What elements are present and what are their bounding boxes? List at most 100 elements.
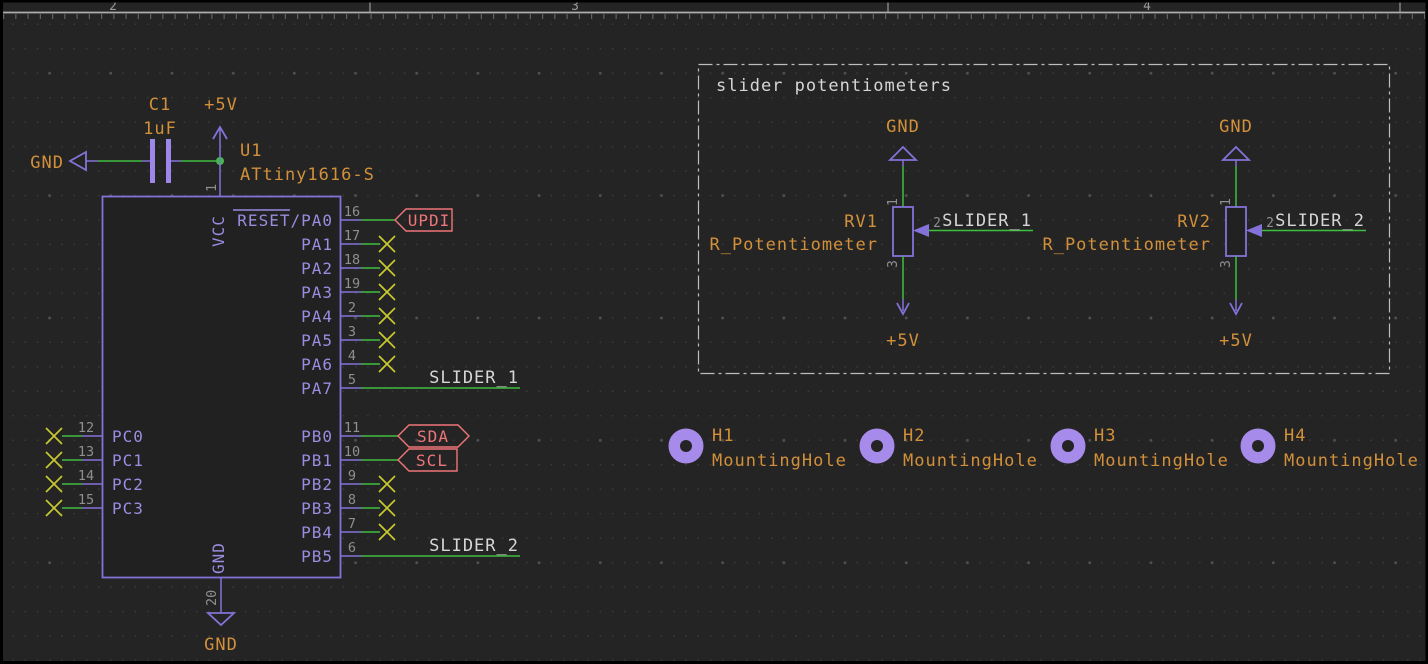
net-label-slider2[interactable]: SLIDER_2 xyxy=(1275,211,1365,231)
mcu-left-connections[interactable] xyxy=(45,427,82,517)
pin-number: 13 xyxy=(78,444,94,460)
no-connect-x-icon[interactable] xyxy=(378,307,396,325)
hole-value[interactable]: MountingHole xyxy=(1284,451,1419,471)
pin-name: PB1 xyxy=(301,451,333,470)
mounting-hole-h2[interactable]: H2 MountingHole xyxy=(859,426,1038,471)
pot-value[interactable]: R_Potentiometer xyxy=(1042,235,1211,255)
power-symbol-gnd-bottom[interactable]: GND xyxy=(204,612,238,655)
mounting-hole-h4[interactable]: H4 MountingHole xyxy=(1240,426,1419,471)
power-label-p5v[interactable]: +5V xyxy=(204,95,238,115)
wiper-arrow-icon[interactable] xyxy=(913,224,929,237)
pot-body[interactable] xyxy=(892,206,914,257)
hole-reference[interactable]: H4 xyxy=(1284,426,1306,446)
pin-number: 10 xyxy=(344,444,360,460)
p5v-arrow-icon[interactable] xyxy=(896,302,910,316)
capacitor-reference[interactable]: C1 xyxy=(149,95,171,115)
pin-name: PA4 xyxy=(301,307,333,326)
no-connect-x-icon[interactable] xyxy=(378,331,396,349)
pin-name: PA7 xyxy=(301,379,333,398)
ruler-label: 3 xyxy=(571,0,579,14)
gnd-triangle-icon[interactable] xyxy=(887,145,919,161)
power-label-p5v[interactable]: +5V xyxy=(1219,331,1253,351)
hole-reference[interactable]: H1 xyxy=(712,426,734,446)
pot-reference[interactable]: RV2 xyxy=(1177,212,1211,232)
pot-body[interactable] xyxy=(1225,206,1247,257)
gnd-triangle-icon[interactable] xyxy=(1220,145,1252,161)
global-label-text[interactable]: SCL xyxy=(416,451,448,470)
net-label-slider1[interactable]: SLIDER_1 xyxy=(942,211,1032,231)
gnd-triangle-icon[interactable] xyxy=(68,150,87,172)
net-label-slider2[interactable]: SLIDER_2 xyxy=(429,536,519,556)
pin-name: RESET/PA0 xyxy=(237,211,333,230)
global-label-updi[interactable]: UPDI xyxy=(394,208,453,232)
group-box[interactable] xyxy=(697,63,1391,375)
global-label-shape[interactable] xyxy=(397,448,458,472)
pin-name: PA1 xyxy=(301,235,333,254)
no-connect-x-icon[interactable] xyxy=(45,427,63,445)
mcu-value[interactable]: ATtiny1616-S xyxy=(240,165,375,185)
no-connect-x-icon[interactable] xyxy=(378,235,396,253)
pin-number: 9 xyxy=(348,468,356,484)
capacitor-value[interactable]: 1uF xyxy=(143,119,177,139)
mcu-u1[interactable]: U1 ATtiny1616-S 1 VCC GND 16 RESET/PA0 1… xyxy=(78,141,375,613)
no-connect-x-icon[interactable] xyxy=(378,259,396,277)
edge-bottom xyxy=(0,661,1428,664)
pin-name: PA5 xyxy=(301,331,333,350)
capacitor-plate[interactable] xyxy=(166,139,171,183)
power-label-gnd[interactable]: GND xyxy=(204,635,238,655)
pot-reference[interactable]: RV1 xyxy=(844,212,878,232)
pin-number: 16 xyxy=(344,204,360,220)
wiper-arrow-icon[interactable] xyxy=(1246,224,1262,237)
hole-value[interactable]: MountingHole xyxy=(903,451,1038,471)
mcu-right-connections[interactable]: SLIDER_1 SLIDER_2 xyxy=(361,219,520,557)
hole-value[interactable]: MountingHole xyxy=(712,451,847,471)
net-label-slider1[interactable]: SLIDER_1 xyxy=(429,368,519,388)
no-connect-x-icon[interactable] xyxy=(378,355,396,373)
hole-reference[interactable]: H3 xyxy=(1094,426,1116,446)
hole-reference[interactable]: H2 xyxy=(903,426,925,446)
no-connect-x-icon[interactable] xyxy=(45,451,63,469)
group-title[interactable]: slider potentiometers xyxy=(716,76,952,96)
mcu-body[interactable] xyxy=(101,195,342,579)
no-connect-x-icon[interactable] xyxy=(45,475,63,493)
no-connect-x-icon[interactable] xyxy=(378,283,396,301)
mounting-hole-center xyxy=(680,440,692,452)
global-label-shape[interactable] xyxy=(397,424,470,448)
mounting-hole-center xyxy=(1062,440,1074,452)
gnd-triangle-icon[interactable] xyxy=(205,612,237,627)
no-connect-x-icon[interactable] xyxy=(45,499,63,517)
edge-right xyxy=(1425,0,1428,664)
mounting-hole-h3[interactable]: H3 MountingHole xyxy=(1050,426,1229,471)
hole-value[interactable]: MountingHole xyxy=(1094,451,1229,471)
capacitor-plate[interactable] xyxy=(150,139,155,183)
mounting-hole-h1[interactable]: H1 MountingHole xyxy=(668,426,847,471)
power-label-gnd[interactable]: GND xyxy=(1219,117,1253,137)
pin-number: 1 xyxy=(1219,198,1234,206)
power-symbol-gnd-left[interactable]: GND xyxy=(30,150,98,173)
power-label-p5v[interactable]: +5V xyxy=(886,331,920,351)
global-label-text[interactable]: SDA xyxy=(417,427,449,446)
pin-number: 8 xyxy=(348,492,356,508)
capacitor-c1[interactable]: C1 1uF xyxy=(142,95,181,183)
potentiometer-rv1[interactable]: GND 1 3 2 SLIDER_1 +5V RV1 R_Potentiomet… xyxy=(709,117,1033,351)
no-connect-x-icon[interactable] xyxy=(378,475,396,493)
global-label-shape[interactable] xyxy=(394,208,453,232)
mcu-reference[interactable]: U1 xyxy=(240,141,262,161)
p5v-arrow-icon[interactable] xyxy=(212,125,228,140)
pot-value[interactable]: R_Potentiometer xyxy=(709,235,878,255)
power-label-gnd[interactable]: GND xyxy=(30,153,64,173)
global-label-text[interactable]: UPDI xyxy=(408,211,451,230)
power-label-gnd[interactable]: GND xyxy=(886,117,920,137)
p5v-arrow-icon[interactable] xyxy=(1229,302,1243,316)
potentiometer-rv2[interactable]: GND 1 3 2 SLIDER_2 +5V RV2 R_Potentiomet… xyxy=(1042,117,1366,351)
no-connect-x-icon[interactable] xyxy=(378,499,396,517)
pin-name-vcc: VCC xyxy=(209,215,228,247)
power-symbol-p5v-top[interactable]: +5V xyxy=(204,95,238,161)
no-connect-x-icon[interactable] xyxy=(378,523,396,541)
global-label-sda[interactable]: SDA xyxy=(397,424,470,448)
pin-number: 4 xyxy=(348,348,356,364)
pin-name: PC2 xyxy=(112,475,144,494)
global-label-scl[interactable]: SCL xyxy=(397,448,458,472)
pin-number-vcc: 1 xyxy=(204,184,220,192)
